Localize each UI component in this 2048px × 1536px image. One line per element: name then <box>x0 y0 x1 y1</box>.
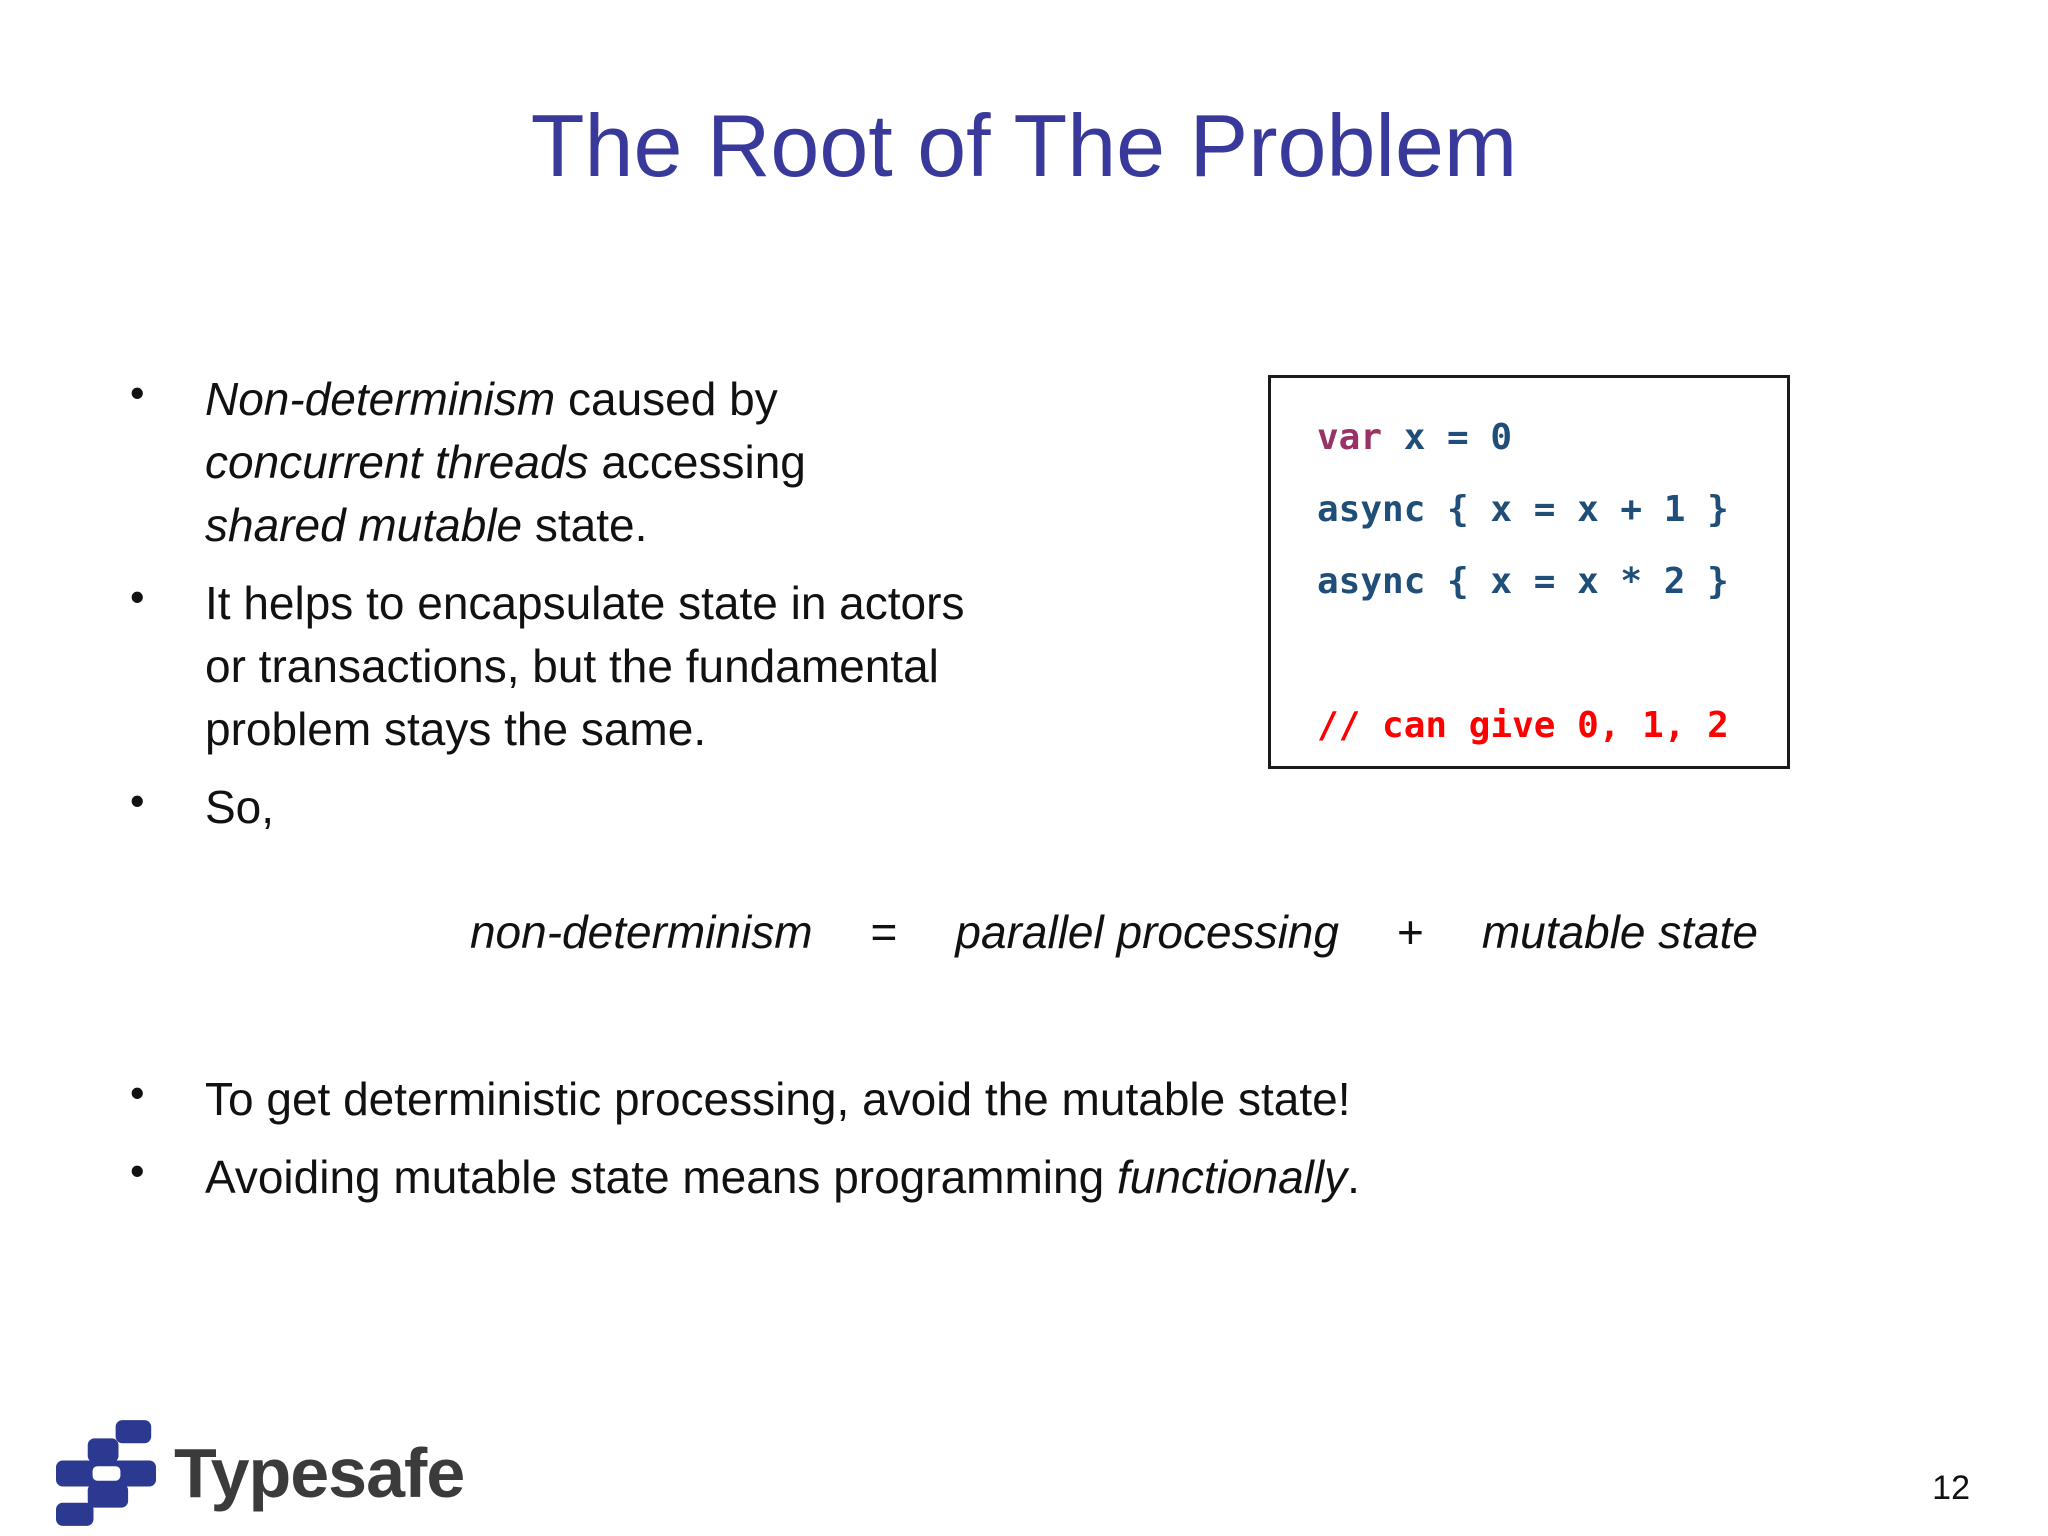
bullet-item: • Avoiding mutable state means programmin… <box>90 1146 1940 1209</box>
bullet-marker: • <box>130 370 145 416</box>
bullet-marker: • <box>130 778 145 825</box>
code-token-kw: var <box>1317 417 1383 458</box>
text-segment: or transactions, but the fundamental <box>205 640 939 693</box>
code-token-code: x = 0 <box>1382 417 1513 458</box>
text-segment: To get deterministic processing, avoid t… <box>205 1073 1351 1125</box>
bullet-text: So, <box>205 781 274 833</box>
bullet-item: • So, <box>90 776 1250 839</box>
code-line: // can give 0, 1, 2 <box>1317 690 1787 762</box>
text-segment: functionally <box>1116 1151 1348 1204</box>
bullet-item: • Non-determinism caused by concurrent thr… <box>90 368 1250 557</box>
bullet-marker: • <box>130 1070 145 1116</box>
bullet-marker: • <box>130 574 145 621</box>
code-line <box>1317 618 1787 690</box>
code-snippet-box: var x = 0 async { x = x + 1 } async { x = … <box>1268 375 1790 769</box>
equation-term: parallel processing <box>955 906 1339 958</box>
code-line: async { x = x + 1 } <box>1317 474 1787 546</box>
page-number: 12 <box>1932 1469 1970 1507</box>
equation-operator: + <box>1396 906 1424 958</box>
code-token-code: async { x = x * 2 } <box>1317 561 1729 602</box>
brand-name: Typesafe <box>174 1434 465 1512</box>
text-segment: Non-determinism <box>205 373 556 425</box>
bullet-marker: • <box>130 1148 145 1195</box>
bullet-text: Avoiding mutable state means programming… <box>205 1151 1360 1203</box>
text-segment: concurrent threads <box>205 436 589 489</box>
typesafe-logo: Typesafe <box>56 1420 465 1526</box>
typesafe-logo-icon <box>56 1420 156 1526</box>
bullet-text: It helps to encapsulate state in actors o… <box>205 577 964 755</box>
code-token-code: async { x = x + 1 } <box>1317 489 1729 530</box>
equation-line: non-determinism = parallel processing + muta… <box>220 905 2008 959</box>
bullet-text: Non-determinism caused by concurrent thre… <box>205 373 806 551</box>
text-segment: problem stays the same. <box>205 703 707 756</box>
equation-term: non-determinism <box>469 906 813 958</box>
text-segment: accessing <box>588 436 806 489</box>
code-line: async { x = x * 2 } <box>1317 546 1787 618</box>
bullet-item: • To get deterministic processing, avoid … <box>90 1068 1940 1131</box>
bottom-bullet-list: • To get deterministic processing, avoid … <box>90 1068 1940 1224</box>
code-token-comment: // can give 0, 1, 2 <box>1317 705 1729 746</box>
text-segment: state. <box>522 499 648 552</box>
equation-operator: = <box>870 906 898 958</box>
text-segment: Avoiding mutable state means programming <box>205 1151 1117 1204</box>
code-line: var x = 0 <box>1317 402 1787 474</box>
text-segment: caused by <box>555 373 778 425</box>
bullet-item: • It helps to encapsulate state in actors… <box>90 572 1250 761</box>
bullet-text: To get deterministic processing, avoid t… <box>205 1073 1351 1125</box>
top-bullet-list: • Non-determinism caused by concurrent thr… <box>90 368 1250 854</box>
equation-term: mutable state <box>1481 906 1759 958</box>
slide-title: The Root of The Problem <box>530 96 1518 195</box>
text-segment: shared mutable <box>205 499 523 552</box>
text-segment: It helps to encapsulate state in actors <box>205 577 965 630</box>
text-segment: . <box>1347 1151 1360 1204</box>
text-segment: So, <box>205 781 275 834</box>
